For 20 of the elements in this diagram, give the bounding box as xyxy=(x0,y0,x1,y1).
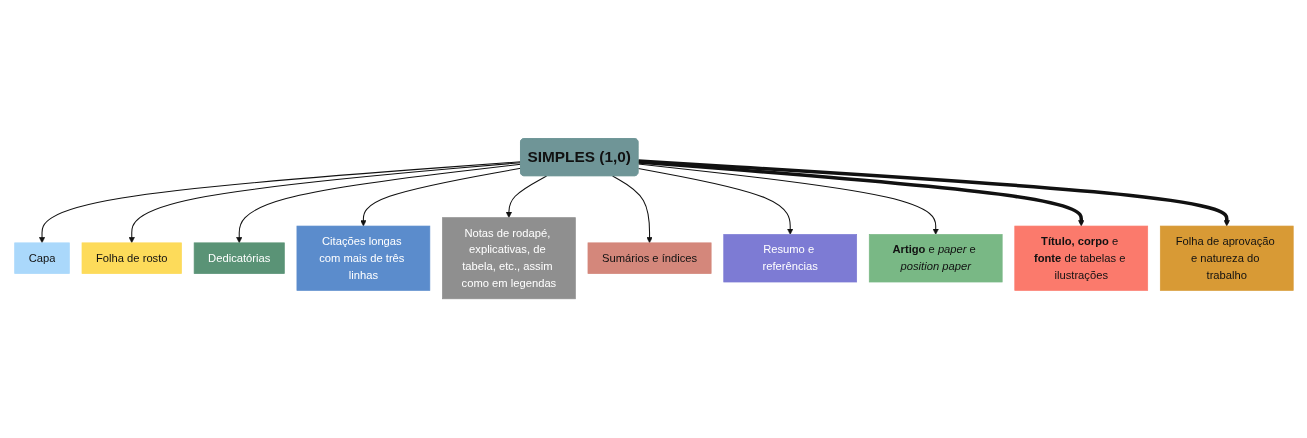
node-box: Sumários e índices xyxy=(587,242,712,275)
node-box: Folha de rosto xyxy=(81,242,182,275)
node-box: Dedicatórias xyxy=(193,242,285,275)
arrow xyxy=(359,168,521,227)
node-box: Capa xyxy=(13,242,70,275)
arrow xyxy=(637,160,1084,227)
arrow xyxy=(38,161,521,244)
arrow xyxy=(637,159,1230,227)
arrow xyxy=(128,162,521,244)
arrow xyxy=(611,175,653,244)
node-box: Folha de aprovação e natureza do trabalho xyxy=(1159,226,1294,292)
arrow xyxy=(637,168,793,235)
arrow xyxy=(505,175,547,219)
node-box: Notas de rodapé, explicativas, de tabela, etc., assim como em legendas xyxy=(441,217,576,300)
node-box: Citações longas com mais de três linhas xyxy=(296,226,430,292)
arrow xyxy=(637,163,939,235)
node-box: Resumo e referências xyxy=(722,234,857,283)
arrow xyxy=(235,164,521,244)
node-box: Título, corpo e fonte de tabelas e ilustrações xyxy=(1014,226,1148,292)
node-box: Artigo e paper e position paper xyxy=(868,234,1003,283)
